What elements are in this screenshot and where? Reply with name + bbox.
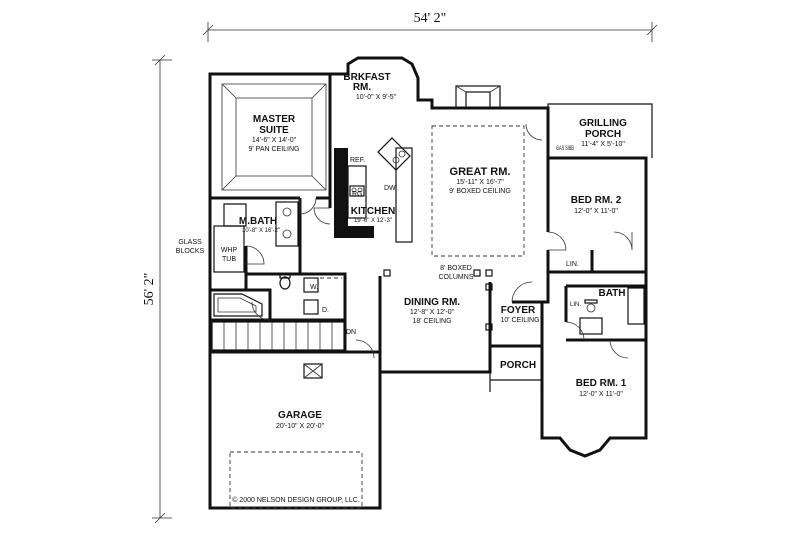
boxed-columns	[383, 269, 493, 331]
bed2-name: BED RM. 2	[571, 195, 622, 206]
mbath-size: 10'-8" X 16'-2"	[242, 228, 280, 234]
ref-label: REF.	[350, 157, 365, 164]
washer-label: W.	[310, 284, 318, 291]
foyer-note: 10' CEILING	[500, 317, 539, 324]
garage-features	[229, 363, 363, 509]
laundry	[303, 277, 342, 315]
great-room-note: 9' BOXED CEILING	[449, 188, 511, 195]
kitchen-name: KITCHEN	[351, 206, 395, 217]
whp-tub-1: WHP	[221, 247, 238, 254]
exterior-walls	[208, 56, 653, 510]
brkfast-name-1: BRKFAST	[343, 72, 390, 83]
bed2-size: 12'-0" X 11'-0"	[574, 208, 618, 215]
height-dimension: 56' 2"	[142, 273, 157, 306]
porch-name: PORCH	[500, 360, 536, 371]
master-name-1: MASTER	[253, 114, 296, 125]
mbath-name: M.BATH	[239, 216, 277, 227]
width-dimension: 54' 2"	[414, 11, 447, 26]
glass-blocks-2: BLOCKS	[176, 248, 205, 255]
glass-blocks-1: GLASS	[178, 239, 202, 246]
columns-label-2: COLUMNS	[438, 274, 473, 281]
dining-note: 18' CEILING	[412, 318, 451, 325]
bed1-size: 12'-0" X 11'-0"	[579, 391, 623, 398]
kitchen-counters	[334, 137, 413, 243]
bath-name: BATH	[598, 288, 625, 299]
foyer-name: FOYER	[501, 305, 536, 316]
master-size: 14'-6" X 14'-0"	[252, 137, 297, 144]
down-label: DN	[346, 329, 356, 336]
dining-name: DINING RM.	[404, 297, 460, 308]
dimension-lines	[152, 22, 658, 524]
master-note: 9' PAN CEILING	[249, 146, 300, 153]
stairs	[211, 321, 345, 351]
brkfast-size: 10'-0" X 9'-5"	[356, 94, 397, 101]
linen-left-label: LIN.	[566, 261, 579, 268]
whp-tub-2: TUB	[222, 256, 236, 263]
garage-size: 20'-10" X 20'-0"	[276, 423, 325, 430]
great-room-boxed-ceiling	[431, 125, 525, 257]
dryer-label: D.	[322, 307, 329, 314]
garage-name: GARAGE	[278, 410, 322, 421]
fireplace	[455, 85, 501, 109]
doors	[245, 123, 633, 359]
copyright: © 2000 NELSON DESIGN GROUP, LLC.	[232, 496, 360, 504]
linen-right-label: LIN.	[570, 302, 581, 308]
hall-bath-fixtures	[579, 287, 645, 335]
master-name-2: SUITE	[259, 125, 289, 136]
brkfast-name-2: RM.	[353, 82, 372, 93]
columns-label-1: 8' BOXED	[440, 265, 472, 272]
dishwasher-label: DW	[384, 185, 396, 192]
grilling-name-2: PORCH	[585, 129, 621, 140]
master-pan-ceiling	[221, 83, 327, 191]
great-room-size: 15'-11" X 16'-7"	[456, 179, 504, 186]
range-label: RG.	[352, 191, 365, 198]
grilling-name-1: GRILLING	[579, 118, 627, 129]
interior-walls	[210, 74, 646, 372]
dining-size: 12'-8" X 12'-0"	[410, 309, 455, 316]
bed1-name: BED RM. 1	[576, 378, 627, 389]
gas-sibb-label: GAS SIBB	[556, 146, 574, 152]
kitchen-size: 19'-6" X 12'-3"	[354, 218, 392, 224]
master-bath-fixtures	[213, 201, 299, 317]
great-room-name: GREAT RM.	[450, 166, 511, 178]
grilling-size: 11'-4" X 5'-10"	[581, 141, 625, 148]
